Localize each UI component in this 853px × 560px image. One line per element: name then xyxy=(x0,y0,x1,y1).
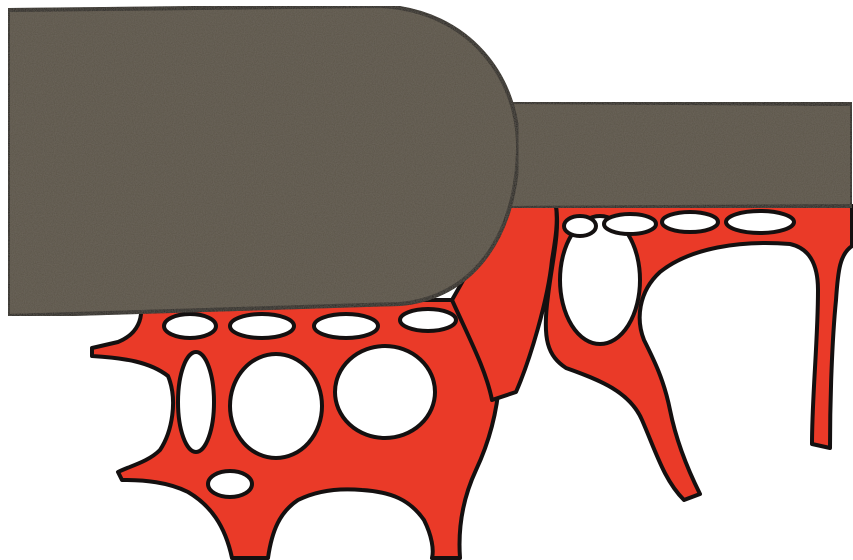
hole xyxy=(604,214,656,234)
hole xyxy=(662,212,718,232)
hole xyxy=(400,309,456,331)
rounded-block xyxy=(8,6,518,316)
hole xyxy=(230,354,322,458)
hole xyxy=(164,314,216,338)
hole xyxy=(178,352,214,452)
hole xyxy=(335,346,435,438)
hole xyxy=(230,314,294,338)
hole xyxy=(726,211,794,233)
hole xyxy=(314,314,378,338)
hole xyxy=(564,216,596,236)
hole xyxy=(208,471,252,497)
narrow-bar xyxy=(500,102,852,208)
